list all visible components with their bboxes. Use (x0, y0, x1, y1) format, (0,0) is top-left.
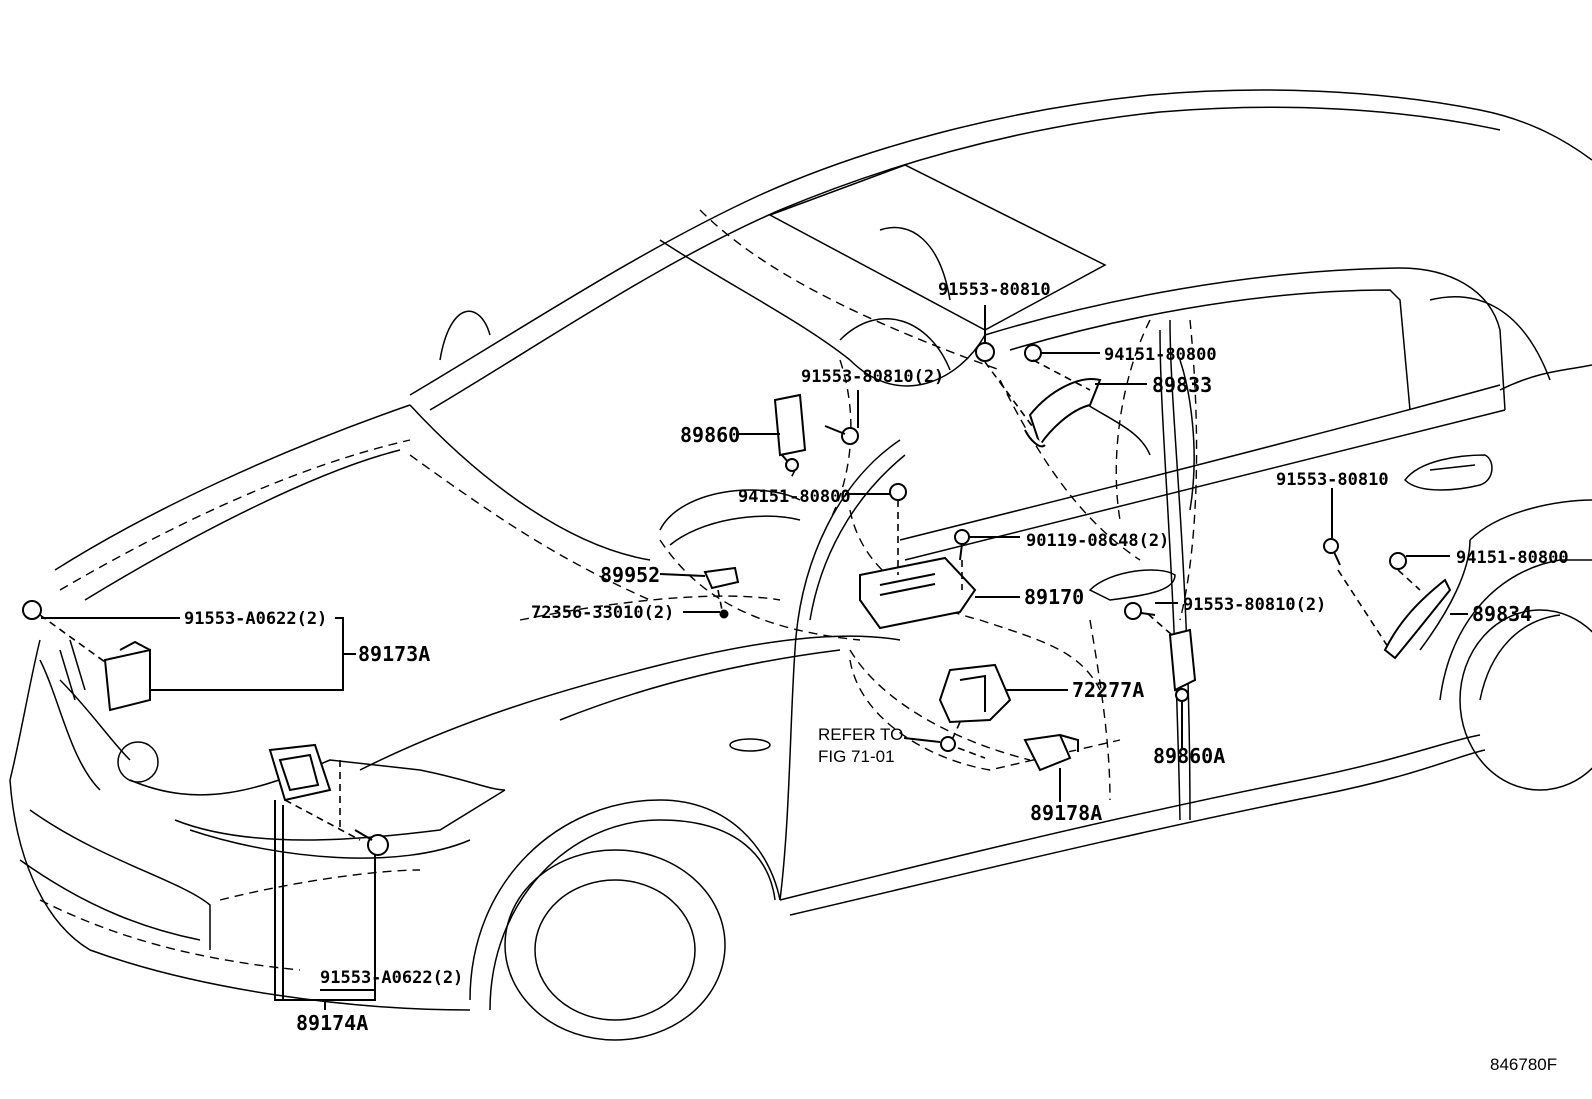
label-94151-80800-right: 94151-80800 (1456, 548, 1569, 568)
label-89833: 89833 (1152, 373, 1212, 397)
bolt-icon (1323, 538, 1339, 554)
label-91553-a0622-bottom: 91553-A0622(2) (320, 968, 463, 988)
bolt-icon (940, 736, 956, 752)
bolt-icon (1124, 602, 1142, 620)
label-89173a: 89173A (358, 642, 430, 666)
nut-icon (1389, 552, 1407, 570)
label-fig-71-01: FIG 71-01 (818, 747, 895, 766)
bolt-icon (841, 427, 859, 445)
sensor-icon (703, 566, 740, 590)
diagram-reference-number: 846780F (1490, 1055, 1557, 1074)
bolt-icon (954, 529, 970, 545)
callout-labels: 91553-80810 91553-80810(2) 89860 94151-8… (184, 280, 1569, 1074)
bolt-icon (367, 834, 389, 856)
label-89834: 89834 (1472, 602, 1532, 626)
clip-icon (719, 609, 729, 619)
curtain-sensor-icon (1383, 578, 1452, 660)
label-89860: 89860 (680, 423, 740, 447)
car-outline (9, 89, 1592, 1041)
label-89178a: 89178A (1030, 801, 1102, 825)
label-89170: 89170 (1024, 585, 1084, 609)
assembly-lines (39, 359, 1421, 841)
nut-icon (1024, 344, 1042, 362)
label-72277a: 72277A (1072, 678, 1144, 702)
label-91553-80810-2-mid: 91553-80810(2) (1183, 595, 1326, 615)
label-89860a: 89860A (1153, 744, 1225, 768)
leader-lines (41, 305, 1468, 1010)
bolt-icon (975, 342, 995, 362)
bolt-icon (22, 600, 42, 620)
label-94151-80800-top: 94151-80800 (1104, 345, 1217, 365)
airbag-ecu-icon (859, 556, 977, 630)
label-90119-08c48: 90119-08C48(2) (1026, 531, 1169, 551)
label-94151-80800-mid: 94151-80800 (738, 487, 851, 507)
part-glyphs (22, 342, 1452, 856)
label-91553-80810-top: 91553-80810 (938, 280, 1051, 300)
nut-icon (889, 483, 907, 501)
label-91553-80810-right: 91553-80810 (1276, 470, 1389, 490)
side-sensor-icon (1168, 628, 1197, 692)
side-sensor-icon (773, 393, 807, 457)
label-refer-to: REFER TO (818, 725, 903, 744)
label-91553-a0622-top: 91553-A0622(2) (184, 609, 327, 629)
label-89174a: 89174A (296, 1011, 368, 1035)
curtain-sensor-icon (1028, 378, 1102, 448)
label-72356-33010: 72356-33010(2) (531, 603, 674, 623)
label-89952: 89952 (600, 563, 660, 587)
front-airbag-sensor-icon (103, 648, 151, 712)
label-91553-80810-2-left: 91553-80810(2) (801, 367, 944, 387)
sensor-icon (1023, 733, 1072, 772)
